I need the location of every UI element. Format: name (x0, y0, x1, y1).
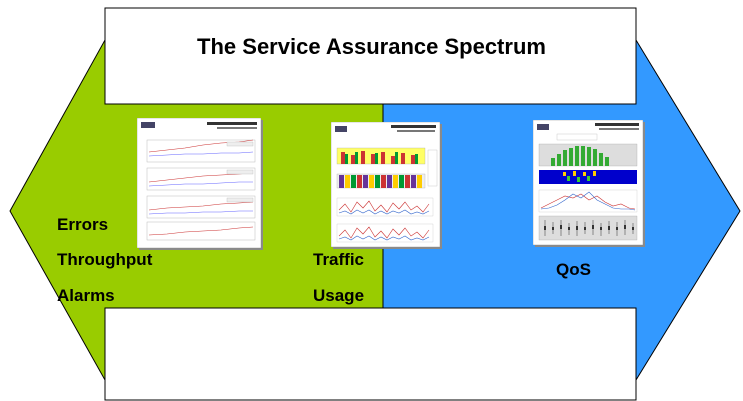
label-errors: Errors (57, 215, 109, 234)
label-alarms: Alarms (57, 286, 115, 305)
label-throughput: Throughput (57, 250, 153, 269)
errors-report-thumbnail (137, 118, 261, 248)
bottom-panel (104, 307, 637, 401)
label-traffic: Traffic (313, 250, 365, 269)
title-panel (104, 7, 637, 105)
label-usage: Usage (313, 286, 365, 305)
traffic-report-thumbnail (331, 122, 440, 247)
qos-report-thumbnail (533, 120, 643, 245)
label-qos: QoS (556, 260, 591, 279)
diagram-title: The Service Assurance Spectrum (197, 34, 546, 59)
